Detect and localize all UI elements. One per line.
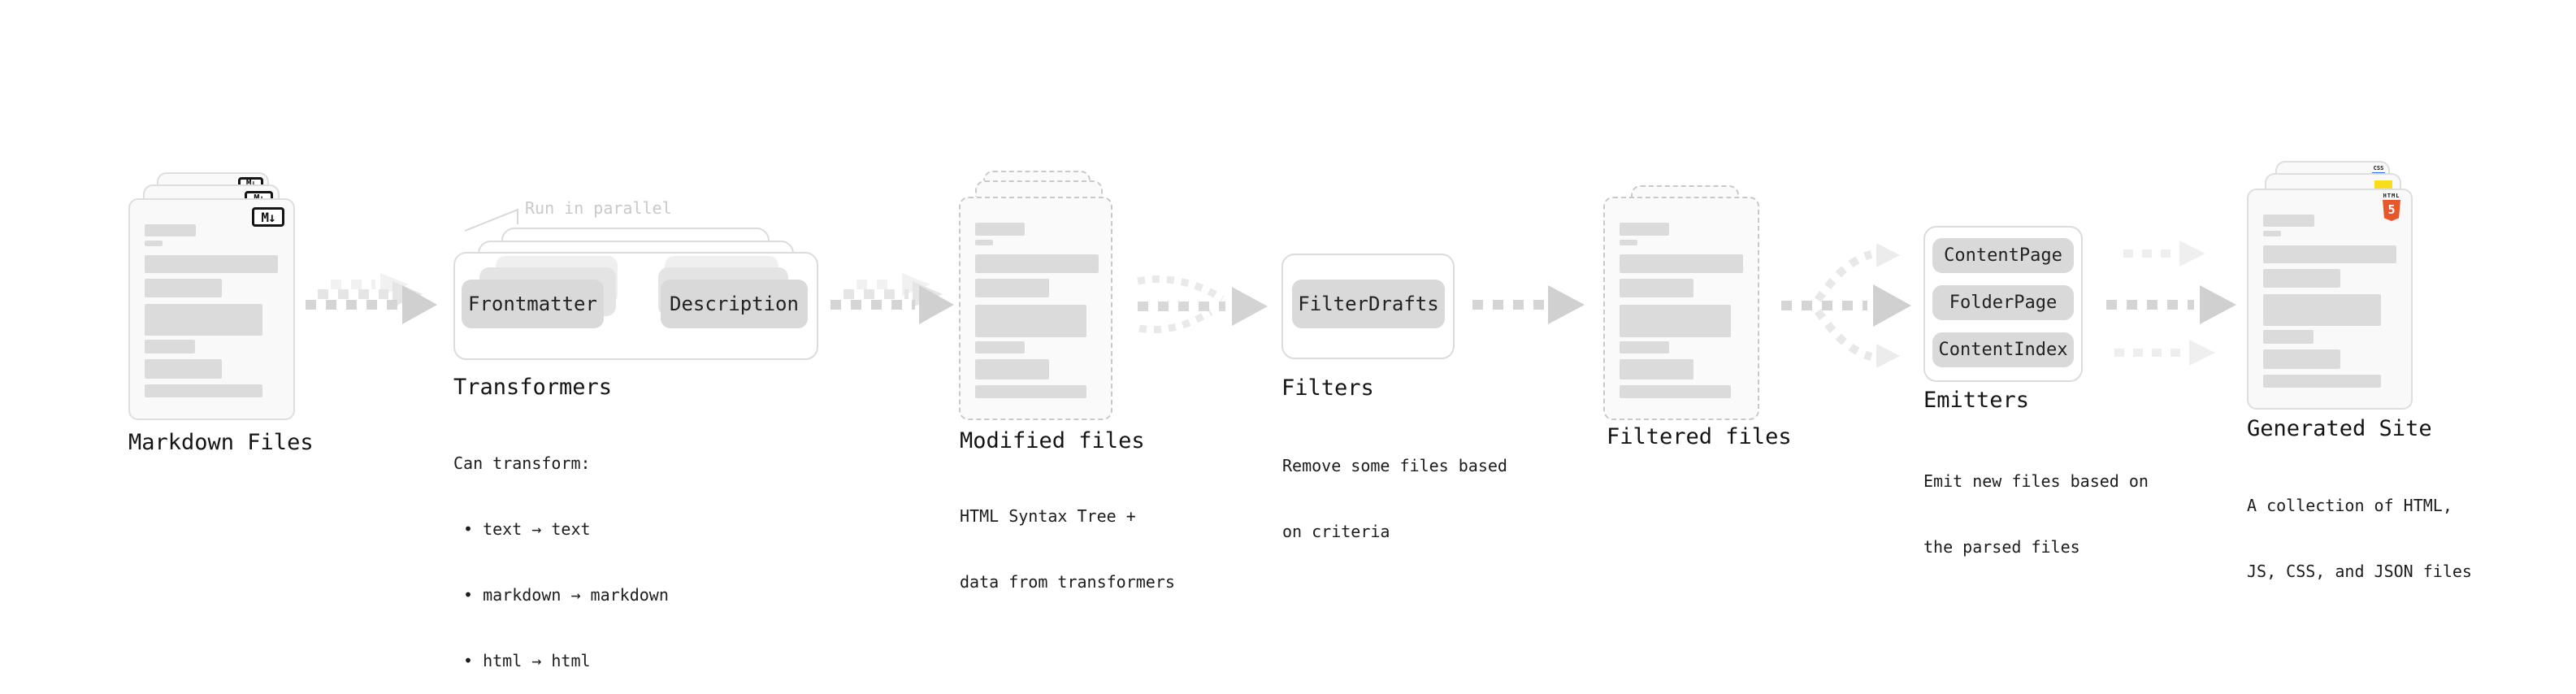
placeholder-bar bbox=[145, 384, 262, 397]
html5-icon-shield: 5 bbox=[2383, 200, 2400, 221]
placeholder-bar bbox=[145, 241, 163, 246]
emitters-sub-line: the parsed files bbox=[1923, 537, 2080, 557]
placeholder-bar bbox=[145, 359, 222, 379]
placeholder-bar bbox=[1620, 305, 1731, 337]
placeholder-bar bbox=[1620, 385, 1731, 398]
generated-site-description: A collection of HTML, JS, CSS, and JSON … bbox=[2247, 451, 2472, 605]
html5-icon-number: 5 bbox=[2387, 202, 2396, 217]
placeholder-bar bbox=[1620, 279, 1693, 297]
filters-sub-line: on criteria bbox=[1282, 522, 1390, 541]
placeholder-bar bbox=[975, 254, 1099, 273]
transformers-sub-line: • markdown → markdown bbox=[463, 585, 669, 605]
emitters-sub-line: Emit new files based on bbox=[1923, 471, 2149, 491]
placeholder-bar bbox=[975, 305, 1086, 337]
transformers-sub-line: Can transform: bbox=[453, 453, 591, 473]
arrow-markdown-to-transformers bbox=[306, 273, 437, 324]
placeholder-bar bbox=[975, 240, 993, 245]
modified-files-description: HTML Syntax Tree + data from transformer… bbox=[960, 462, 1175, 615]
site-file-card-html: HTML 5 bbox=[2247, 189, 2413, 410]
frontmatter-pill: Frontmatter bbox=[462, 280, 604, 328]
contentpage-pill-label: ContentPage bbox=[1944, 245, 2062, 266]
placeholder-bar bbox=[975, 385, 1086, 398]
generated-site-title: Generated Site bbox=[2247, 416, 2432, 441]
filtered-files-title: Filtered files bbox=[1607, 424, 1792, 449]
contentindex-pill-label: ContentIndex bbox=[1938, 340, 2068, 360]
site-sub-line: JS, CSS, and JSON files bbox=[2247, 562, 2472, 581]
modified-files-title: Modified files bbox=[960, 428, 1145, 453]
emitters-title: Emitters bbox=[1923, 388, 2030, 413]
callout-line bbox=[464, 208, 518, 232]
placeholder-bar bbox=[2263, 330, 2314, 344]
arrow-filtered-to-emitters bbox=[1781, 243, 1911, 368]
filterdrafts-pill: FilterDrafts bbox=[1292, 280, 1445, 328]
placeholder-bar bbox=[2263, 349, 2340, 369]
placeholder-bar bbox=[975, 341, 1025, 354]
filters-title: Filters bbox=[1281, 375, 1374, 401]
markdown-file-card-front: M↓ bbox=[128, 198, 295, 420]
arrow-filters-to-filtered bbox=[1472, 285, 1585, 324]
placeholder-bar bbox=[145, 279, 222, 297]
description-pill: Description bbox=[661, 280, 808, 328]
placeholder-bar bbox=[975, 279, 1049, 297]
transformers-description: Can transform: • text → text • markdown … bbox=[453, 409, 669, 694]
emitters-description: Emit new files based on the parsed files bbox=[1923, 427, 2149, 580]
modified-sub-line: data from transformers bbox=[960, 572, 1175, 592]
placeholder-bar bbox=[1620, 223, 1669, 236]
placeholder-bar bbox=[1620, 254, 1743, 273]
placeholder-bar bbox=[2263, 375, 2381, 388]
folderpage-pill: FolderPage bbox=[1932, 285, 2074, 320]
modified-file-card-front bbox=[959, 197, 1112, 420]
placeholder-bar bbox=[2263, 269, 2340, 288]
placeholder-bar bbox=[1620, 240, 1637, 245]
placeholder-bar bbox=[145, 304, 262, 336]
contentpage-pill: ContentPage bbox=[1932, 238, 2074, 273]
javascript-icon bbox=[2374, 180, 2392, 189]
placeholder-bar bbox=[2263, 294, 2381, 326]
markdown-files-title: Markdown Files bbox=[128, 430, 314, 455]
transformers-sub-line: • text → text bbox=[463, 519, 591, 539]
placeholder-bar bbox=[975, 359, 1049, 380]
modified-sub-line: HTML Syntax Tree + bbox=[960, 506, 1136, 526]
filters-description: Remove some files based on criteria bbox=[1282, 411, 1507, 565]
placeholder-bar bbox=[2263, 231, 2281, 236]
html5-icon: HTML 5 bbox=[2383, 193, 2400, 221]
html5-icon-word: HTML bbox=[2383, 193, 2400, 199]
placeholder-bar bbox=[1620, 359, 1693, 380]
transformers-sub-line: • html → html bbox=[463, 651, 591, 670]
arrow-emitters-to-site bbox=[2106, 241, 2236, 366]
contentindex-pill: ContentIndex bbox=[1932, 332, 2074, 367]
filters-sub-line: Remove some files based bbox=[1282, 456, 1507, 475]
folderpage-pill-label: FolderPage bbox=[1949, 293, 2058, 313]
site-sub-line: A collection of HTML, bbox=[2247, 496, 2452, 515]
markdown-icon-label: M↓ bbox=[261, 209, 275, 225]
filterdrafts-pill-label: FilterDrafts bbox=[1298, 293, 1439, 315]
placeholder-bar bbox=[975, 223, 1025, 236]
arrow-modified-to-filters bbox=[1137, 275, 1268, 334]
css-icon-label: CSS bbox=[2373, 165, 2384, 171]
markdown-icon: M↓ bbox=[252, 207, 284, 227]
arrow-transformers-to-modified bbox=[830, 273, 954, 324]
placeholder-bar bbox=[145, 255, 278, 273]
placeholder-bar bbox=[145, 224, 196, 236]
placeholder-bar bbox=[145, 340, 195, 354]
run-in-parallel-label: Run in parallel bbox=[525, 198, 672, 218]
filtered-file-card-front bbox=[1603, 197, 1759, 420]
frontmatter-pill-label: Frontmatter bbox=[468, 293, 597, 315]
description-pill-label: Description bbox=[670, 293, 799, 315]
placeholder-bar bbox=[2263, 245, 2396, 263]
placeholder-bar bbox=[2263, 215, 2314, 227]
placeholder-bar bbox=[1620, 341, 1669, 354]
transformers-title: Transformers bbox=[453, 375, 613, 400]
